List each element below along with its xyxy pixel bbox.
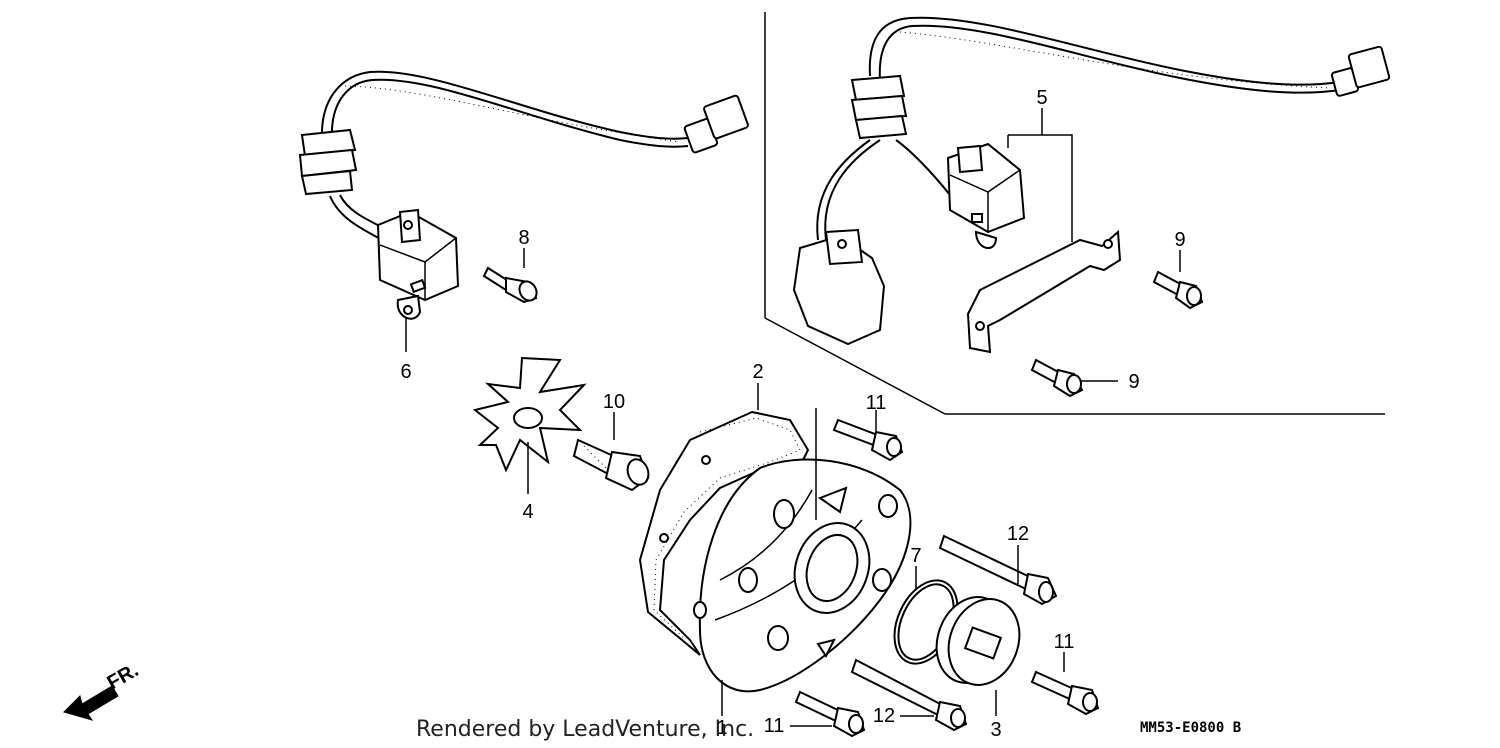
callout-11-top: 11 — [866, 392, 887, 414]
callout-7: 7 — [910, 545, 921, 567]
callout-12-lower: 12 — [873, 705, 895, 727]
bolt-12-lower — [850, 658, 968, 732]
callout-4: 4 — [522, 501, 533, 523]
callout-9-lower: 9 — [1128, 371, 1139, 393]
callout-8: 8 — [518, 227, 529, 249]
callout-5: 5 — [1036, 87, 1047, 109]
reluctor-rotor-4 — [472, 356, 587, 473]
callout-labels: 8 6 4 10 2 11 5 9 9 12 7 11 3 12 11 1 — [400, 87, 1185, 741]
pulse-generator-cover-1 — [693, 458, 912, 693]
callout-3: 3 — [990, 719, 1001, 741]
callout-11-bottom: 11 — [764, 715, 785, 737]
callout-12-upper: 12 — [1007, 523, 1029, 545]
callout-6: 6 — [400, 361, 411, 383]
pulse-generator-left — [298, 70, 749, 320]
bolt-10 — [572, 438, 650, 492]
bolt-11-top — [832, 418, 904, 462]
callout-9-upper: 9 — [1174, 229, 1185, 251]
pulse-generator-assembly-5 — [792, 16, 1391, 354]
bolt-9-lower — [1030, 358, 1084, 398]
bolt-9-upper — [1152, 270, 1204, 310]
cap-3 — [935, 596, 1021, 686]
bolt-11-bottom — [794, 690, 866, 738]
bolt-12-upper — [938, 534, 1058, 606]
front-direction-arrow: FR. — [63, 659, 142, 721]
callout-1: 1 — [716, 717, 727, 739]
bolt-11-right — [1030, 670, 1100, 716]
diagram-code: MM53-E0800 B — [1140, 720, 1241, 736]
gasket-2 — [638, 410, 810, 656]
callout-10: 10 — [603, 391, 625, 413]
inset-frame — [764, 12, 1385, 415]
bolt-8 — [482, 266, 538, 304]
render-credit: Rendered by LeadVenture, Inc. — [416, 717, 754, 742]
callout-2: 2 — [752, 361, 763, 383]
leader-lines — [405, 108, 1181, 727]
callout-11-right: 11 — [1054, 631, 1075, 653]
